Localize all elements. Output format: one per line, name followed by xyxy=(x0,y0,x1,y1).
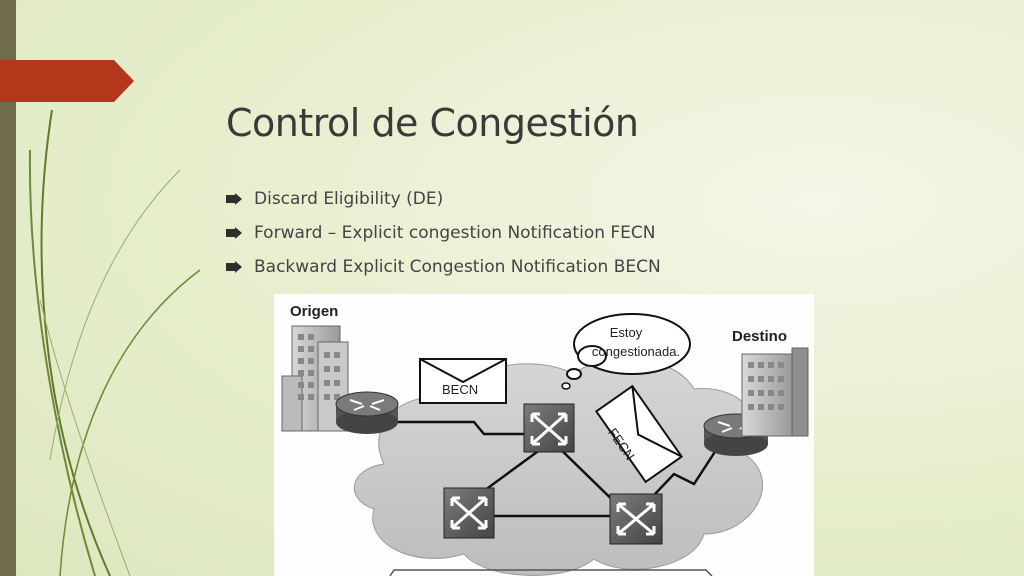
switch-icon xyxy=(523,403,575,453)
thought-bubble xyxy=(561,313,691,390)
switch-icon xyxy=(609,493,663,545)
switch-icon xyxy=(443,487,495,539)
accent-tab xyxy=(0,60,134,102)
bullet-list: Discard Eligibility (DE) Forward – Expli… xyxy=(226,182,661,284)
arrow-bullet-icon xyxy=(226,193,242,205)
becn-label: BECN xyxy=(442,382,478,397)
destination-label: Destino xyxy=(732,328,787,345)
envelope-icon xyxy=(419,358,507,404)
bullet-text: Backward Explicit Congestion Notificatio… xyxy=(254,257,661,277)
building-icon xyxy=(741,347,809,437)
bullet-item: Discard Eligibility (DE) xyxy=(226,182,661,216)
decorative-curves xyxy=(28,109,201,576)
bottom-frame-edge xyxy=(389,569,713,576)
bubble-line-2: congestionada. xyxy=(592,344,680,359)
network-diagram: Origen BECN Estoy congestionada. xyxy=(274,294,814,576)
bullet-item: Forward – Explicit congestion Notificati… xyxy=(226,216,661,250)
router-icon xyxy=(703,413,769,456)
bullet-text: Forward – Explicit congestion Notificati… xyxy=(254,223,656,243)
bullet-text: Discard Eligibility (DE) xyxy=(254,189,444,209)
left-sidebar-bar xyxy=(0,0,16,576)
envelope-icon xyxy=(594,384,684,484)
slide-title: Control de Congestión xyxy=(226,101,639,145)
bullet-item: Backward Explicit Congestion Notificatio… xyxy=(226,250,661,284)
source-label: Origen xyxy=(290,303,338,320)
router-icon xyxy=(335,391,399,434)
cloud-icon xyxy=(353,357,763,576)
arrow-bullet-icon xyxy=(226,261,242,273)
bubble-line-1: Estoy xyxy=(610,325,643,340)
building-icon xyxy=(281,325,349,432)
arrow-bullet-icon xyxy=(226,227,242,239)
